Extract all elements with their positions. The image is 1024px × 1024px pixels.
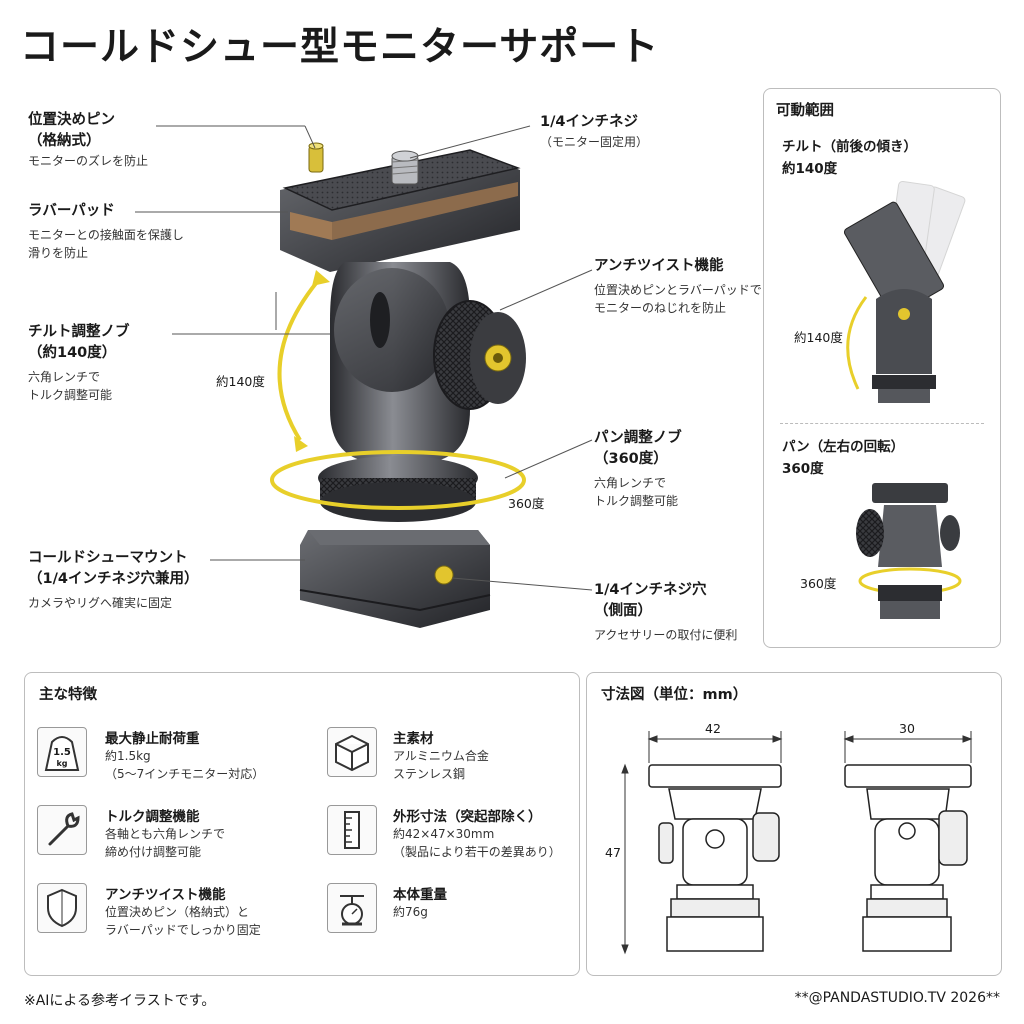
callout-antitwist-desc2: モニターのねじれを防止	[594, 301, 727, 315]
feature-title: 主素材	[393, 731, 434, 747]
feature-title: トルク調整機能	[105, 809, 200, 825]
page-title: コールドシュー型モニターサポート	[20, 25, 660, 70]
wrench-icon	[37, 805, 87, 855]
callout-screw-title: 1/4インチネジ	[540, 114, 638, 130]
range-panel: 可動範囲 チルト（前後の傾き） 約140度 約140度 パン（左右の回転） 36…	[763, 88, 1001, 648]
callout-side-hole-desc: アクセサリーの取付に便利	[594, 628, 738, 642]
feature-desc: 約42×47×30mm	[393, 827, 495, 841]
dimensions-panel: 寸法図（単位：mm） 42 30 47	[586, 672, 1002, 976]
feature-desc: アルミニウム合金	[393, 749, 489, 763]
shield-icon	[37, 883, 87, 933]
feature-title: アンチツイスト機能	[105, 887, 226, 903]
callout-antitwist: アンチツイスト機能 位置決めピンとラバーパッドで モニターのねじれを防止	[594, 256, 762, 317]
quarter-inch-screw	[391, 150, 419, 185]
callout-tilt: チルト調整ノブ （約140度） 六角レンチで トルク調整可能	[28, 322, 130, 404]
callout-pin-desc: モニターのズレを防止	[28, 154, 149, 168]
callout-shoe-subtitle: （1/4インチネジ穴兼用）	[28, 571, 199, 587]
callout-rubber-desc1: モニターとの接触面を保護し	[28, 228, 184, 242]
dimension-height-label: 47	[605, 845, 621, 860]
pan-arc	[270, 450, 526, 510]
callout-tilt-desc1: 六角レンチで	[28, 370, 101, 384]
features-heading: 主な特徴	[39, 687, 97, 703]
callout-rubber-desc2: 滑りを防止	[28, 246, 89, 260]
tilt-knob	[433, 300, 526, 410]
dimension-drawing	[621, 731, 973, 955]
callout-pan-title: パン調整ノブ	[594, 430, 682, 446]
range-pan-value: 360度	[782, 461, 824, 477]
range-tilt-value: 約140度	[782, 161, 838, 177]
range-tilt-label: 約140度	[794, 330, 843, 345]
pan-ring	[318, 456, 478, 522]
tilt-arc	[277, 274, 324, 442]
feature-desc: （製品により若干の差異あり）	[393, 845, 561, 859]
tilt-arrow-top	[312, 270, 330, 286]
callout-rubber: ラバーパッド モニターとの接触面を保護し 滑りを防止	[28, 201, 184, 262]
range-pan-label: 360度	[800, 576, 837, 591]
tilt-arrow-bottom	[294, 436, 308, 452]
feature-desc: （5〜7インチモニター対応）	[105, 767, 265, 781]
cube-icon	[327, 727, 377, 777]
callout-pan-desc2: トルク調整可能	[594, 494, 679, 508]
ball-head-body	[330, 262, 470, 460]
locating-pin	[308, 142, 324, 173]
callout-pan-desc1: 六角レンチで	[594, 476, 667, 490]
cold-shoe-base	[299, 530, 491, 628]
feature-desc: 位置決めピン（格納式）と	[105, 905, 250, 919]
feature-desc: ステンレス鋼	[393, 767, 466, 781]
range-tilt-title: チルト（前後の傾き）	[782, 139, 917, 155]
callout-tilt-subtitle: （約140度）	[28, 345, 117, 361]
callout-pan: パン調整ノブ （360度） 六角レンチで トルク調整可能	[594, 428, 682, 510]
weight-icon: 1.5 kg	[37, 727, 87, 777]
range-divider	[780, 423, 984, 424]
features-panel: 主な特徴 1.5 kg 最大静止耐荷重 約1.5kg （5〜7インチモニター対応…	[24, 672, 580, 976]
feature-desc: ラバーパッドでしっかり固定	[105, 923, 261, 937]
callout-tilt-desc2: トルク調整可能	[28, 388, 113, 402]
callout-pin: 位置決めピン （格納式） モニターのズレを防止	[28, 110, 148, 170]
range-tilt-illustration	[843, 180, 966, 403]
range-pan-illustration	[856, 483, 962, 619]
callout-antitwist-desc1: 位置決めピンとラバーパッドで	[594, 283, 762, 297]
callout-pan-subtitle: （360度）	[594, 451, 668, 467]
callout-rubber-title: ラバーパッド	[28, 203, 115, 219]
dimensions-heading: 寸法図（単位：mm）	[601, 687, 748, 703]
callout-side-hole-title: 1/4インチネジ穴	[594, 582, 707, 598]
scale-icon	[327, 883, 377, 933]
range-pan-title: パン（左右の回転）	[782, 439, 905, 455]
callout-side-hole-subtitle: （側面）	[594, 603, 652, 619]
dimension-depth-label: 30	[899, 721, 915, 736]
callout-shoe-desc: カメラやリグへ確実に固定	[28, 596, 173, 610]
footer-note: ※AIによる参考イラストです。	[24, 993, 216, 1009]
ruler-icon	[327, 805, 377, 855]
range-heading: 可動範囲	[776, 103, 834, 119]
feature-title: 最大静止耐荷重	[105, 731, 200, 747]
feature-title: 本体重量	[393, 887, 447, 903]
tilt-angle-label: 約140度	[216, 374, 265, 389]
feature-desc: 約1.5kg	[105, 749, 151, 763]
weight-icon-unit: kg	[56, 759, 68, 768]
callout-shoe-title: コールドシューマウント	[28, 550, 188, 566]
dimension-width-label: 42	[705, 721, 721, 736]
callout-screw: 1/4インチネジ （モニター固定用）	[540, 112, 648, 151]
feature-desc: 各軸とも六角レンチで	[105, 827, 226, 841]
callout-side-hole: 1/4インチネジ穴 （側面） アクセサリーの取付に便利	[594, 580, 737, 644]
feature-desc: 締め付け調整可能	[105, 845, 202, 859]
callout-screw-desc: （モニター固定用）	[540, 135, 649, 149]
callout-pin-title: 位置決めピン	[28, 112, 115, 128]
feature-title: 外形寸法（突起部除く）	[393, 809, 542, 825]
pan-angle-label: 360度	[508, 496, 545, 511]
footer-credit: **@PANDASTUDIO.TV 2026**	[794, 990, 1000, 1006]
callout-antitwist-title: アンチツイスト機能	[594, 258, 724, 274]
callout-shoe: コールドシューマウント （1/4インチネジ穴兼用） カメラやリグへ確実に固定	[28, 548, 198, 612]
weight-icon-value: 1.5	[53, 747, 71, 758]
callout-pin-subtitle: （格納式）	[28, 133, 101, 149]
feature-desc: 約76g	[393, 905, 428, 919]
callout-tilt-title: チルト調整ノブ	[28, 324, 130, 340]
